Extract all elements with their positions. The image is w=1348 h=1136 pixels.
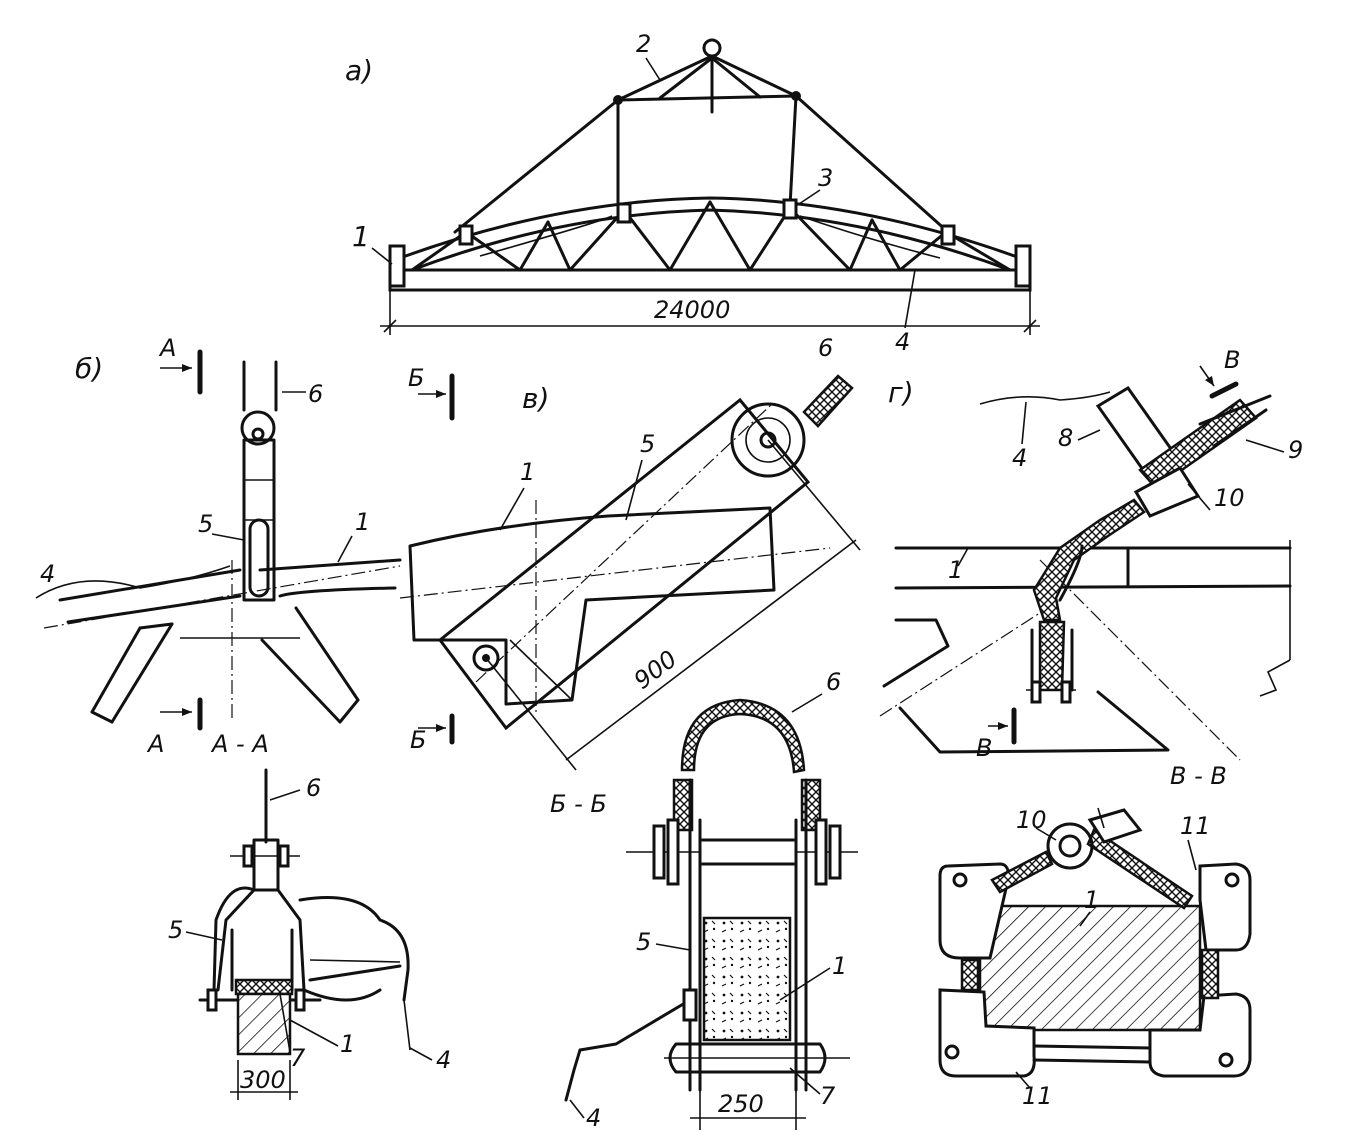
dim-300: 300 bbox=[240, 1066, 286, 1094]
callout-4: 4 bbox=[895, 328, 910, 356]
section-vv-member bbox=[978, 904, 1202, 1032]
span-dimension: 24000 bbox=[654, 296, 730, 324]
section-aa: 6 300 5 1 7 4 bbox=[168, 768, 451, 1100]
callout-1-bb: 1 bbox=[832, 952, 847, 980]
truss-web bbox=[410, 200, 1012, 272]
view-a-truss: 24000 а) 2 3 1 4 bbox=[345, 30, 1040, 356]
view-b-label: б) bbox=[75, 352, 103, 385]
section-v-mark-bottom: В bbox=[976, 734, 992, 762]
callout-3: 3 bbox=[818, 164, 833, 192]
callout-7-bb: 7 bbox=[820, 1082, 836, 1110]
callout-1-vv: 1 bbox=[1084, 886, 1099, 914]
callout-6-bb: 6 bbox=[826, 668, 841, 696]
dim-900: 900 bbox=[629, 645, 682, 695]
sling-ropes bbox=[453, 94, 950, 234]
callout-5-b: 5 bbox=[198, 510, 213, 538]
section-b-mark-bottom: Б bbox=[410, 726, 426, 754]
callout-4-aa: 4 bbox=[436, 1046, 451, 1074]
guy-rope bbox=[479, 215, 613, 257]
callout-10-vv: 10 bbox=[1016, 806, 1047, 834]
section-a-mark-top: А bbox=[158, 334, 176, 362]
section-bb: 6 250 5 1 7 4 bbox=[564, 668, 858, 1132]
callout-9: 9 bbox=[1288, 436, 1303, 464]
callout-4-b: 4 bbox=[40, 560, 55, 588]
callout-6-b: 6 bbox=[308, 380, 323, 408]
callout-8: 8 bbox=[1058, 424, 1073, 452]
callout-5-bb: 5 bbox=[636, 928, 651, 956]
callout-7-aa: 7 bbox=[290, 1044, 306, 1072]
section-vv: 10 11 1 11 bbox=[938, 806, 1252, 1110]
section-v-mark-top: В bbox=[1224, 346, 1240, 374]
callout-10-g: 10 bbox=[1214, 484, 1245, 512]
truss-bottom-chord bbox=[388, 268, 1032, 292]
callout-6-v: 6 bbox=[818, 334, 833, 362]
truss-top-chord bbox=[398, 196, 1022, 260]
callout-5-v: 5 bbox=[640, 430, 655, 458]
view-a-label: а) bbox=[345, 54, 373, 87]
callout-11-bottom: 11 bbox=[1022, 1082, 1053, 1110]
section-vv-title: В - В bbox=[1170, 762, 1227, 790]
callout-5-aa: 5 bbox=[168, 916, 183, 944]
section-aa-title: А - А bbox=[210, 730, 269, 758]
view-g-clamp: г) В 4 8 bbox=[879, 346, 1303, 790]
dim-250: 250 bbox=[718, 1090, 764, 1118]
lifting-hook-icon bbox=[702, 38, 722, 58]
lever-5-inclined bbox=[437, 397, 811, 731]
callout-1-v: 1 bbox=[520, 458, 535, 486]
callout-1-aa: 1 bbox=[340, 1030, 355, 1058]
callout-11-top: 11 bbox=[1180, 812, 1211, 840]
section-b-mark-top: Б bbox=[408, 364, 424, 392]
section-a-mark-bottom: А bbox=[146, 730, 164, 758]
view-b-node: б) А 6 5 1 bbox=[35, 334, 402, 758]
callout-1-b: 1 bbox=[355, 508, 370, 536]
section-bb-title: Б - Б bbox=[550, 790, 607, 818]
callout-2: 2 bbox=[636, 30, 651, 58]
section-bb-member bbox=[702, 916, 792, 1042]
view-g-label: г) bbox=[888, 376, 914, 409]
view-v-label: в) bbox=[522, 382, 549, 415]
callout-1: 1 bbox=[352, 220, 370, 253]
callout-4-g: 4 bbox=[1012, 444, 1027, 472]
spreader-beam bbox=[613, 54, 801, 105]
callout-4-bb: 4 bbox=[586, 1104, 601, 1132]
callout-6-aa: 6 bbox=[306, 774, 321, 802]
